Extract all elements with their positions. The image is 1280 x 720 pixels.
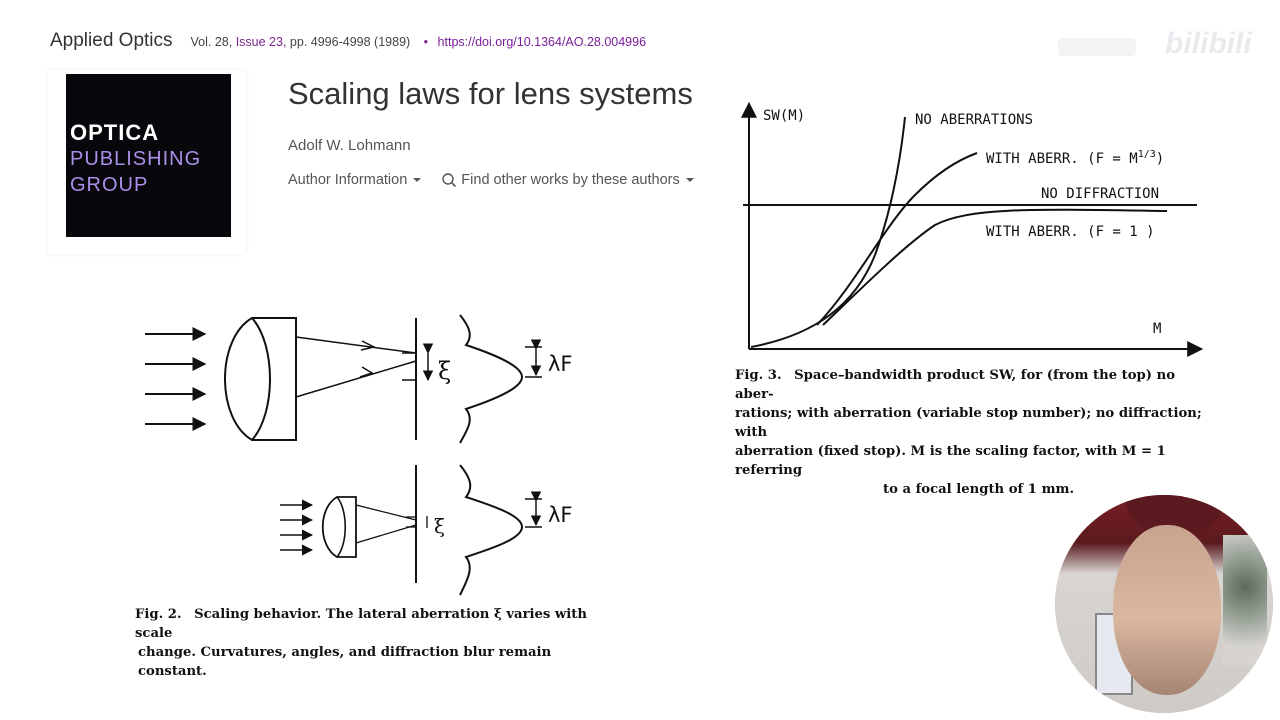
webcam-plant (1223, 535, 1267, 665)
focused-ray-small (355, 504, 417, 521)
volume: Vol. 28, (190, 35, 233, 49)
curve-with-aberr-variable (816, 152, 978, 326)
ray-arrowhead (360, 340, 377, 351)
bilibili-watermark: bilibili (1165, 27, 1252, 60)
label-close-paren: ) (1156, 151, 1164, 167)
citation-meta: Vol. 28, Issue 23, pp. 4996-4998 (1989) … (191, 35, 647, 49)
doi-link[interactable]: https://doi.org/10.1364/AO.28.004996 (437, 35, 647, 49)
fig2-caption-number: Fig. 2. (135, 607, 182, 622)
label-with-aberr-fixed: WITH ABERR. (F = 1 ) (986, 224, 1155, 240)
fig3-caption-number: Fig. 3. (735, 368, 782, 383)
year: (1989) (374, 35, 411, 49)
author-information-dropdown[interactable]: Author Information (288, 172, 422, 188)
watermark-blur (1058, 38, 1136, 56)
y-axis-label: SW(M) (763, 108, 805, 124)
curve-no-aberrations (750, 116, 906, 348)
label-no-aberrations: NO ABERRATIONS (915, 112, 1033, 128)
logo-line-optica: OPTICA (70, 120, 160, 145)
psf-profile-small (459, 464, 524, 596)
small-lens (321, 496, 357, 558)
publisher-logo-card[interactable]: OPTICA PUBLISHING GROUP (48, 70, 246, 254)
large-lens-inner-curve (251, 317, 271, 441)
citation-bar: Applied Optics Vol. 28, Issue 23, pp. 49… (50, 30, 646, 56)
caret-down-icon (413, 178, 422, 183)
fig2-caption-line2: change. Curvatures, angles, and diffract… (138, 645, 552, 679)
xi-label-bottom: ξ (434, 514, 445, 538)
fig3-caption-line2: rations; with aberration (variable stop … (735, 406, 1202, 440)
label-with-aberr-variable: WITH ABERR. (F = M1/3) (986, 149, 1164, 167)
fig3-caption: Fig. 3. Space–bandwidth product SW, for … (735, 366, 1215, 499)
logo-line-group: GROUP (70, 174, 149, 196)
label-no-diffraction: NO DIFFRACTION (1041, 186, 1159, 202)
focused-ray (295, 336, 417, 354)
fig3-caption-line1: Space–bandwidth product SW, for (from th… (735, 368, 1175, 402)
fig3-caption-line4: to a focal length of 1 mm. (883, 482, 1075, 497)
focused-ray (295, 360, 417, 398)
label-with-aberr-variable-main: WITH ABERR. (F = M (986, 151, 1138, 167)
caret-down-icon (685, 178, 694, 182)
small-lens-inner-curve (336, 496, 346, 558)
focused-ray-small (355, 524, 417, 544)
fig2-diagram: ξ ξ λF λF (145, 314, 573, 596)
lambdaF-label-top: λF (548, 352, 573, 376)
fig3-caption-line3: aberration (fixed stop). M is the scalin… (735, 444, 1166, 478)
issue-link[interactable]: Issue 23, (235, 35, 287, 49)
lambdaF-label-bottom: λF (548, 503, 573, 527)
author-information-label: Author Information (288, 172, 408, 188)
fig2-caption: Fig. 2. Scaling behavior. The lateral ab… (135, 605, 605, 681)
fig2-caption-line1: Scaling behavior. The lateral aberration… (135, 607, 587, 641)
label-exponent: 1/3 (1138, 149, 1156, 160)
search-icon (442, 173, 457, 188)
webcam-overlay (1055, 495, 1273, 713)
curve-with-aberr-fixed (822, 208, 1168, 326)
separator-dot: • (423, 35, 429, 49)
large-lens (224, 317, 297, 441)
xi-label-top: ξ (438, 357, 451, 385)
journal-name[interactable]: Applied Optics (50, 30, 173, 51)
ray-arrowhead (359, 366, 374, 378)
optica-logo: OPTICA PUBLISHING GROUP (66, 74, 231, 237)
article-author[interactable]: Adolf W. Lohmann (288, 137, 411, 154)
find-other-works-dropdown[interactable]: Find other works by these authors (441, 172, 694, 188)
fig3-plot: SW(M) M NO ABERRATIONS WITH ABERR. (F = … (741, 101, 1204, 357)
psf-profile-large (459, 314, 524, 444)
article-title: Scaling laws for lens systems (288, 76, 693, 111)
webcam-face (1113, 525, 1221, 695)
logo-line-publishing: PUBLISHING (70, 148, 202, 170)
find-other-works-label: Find other works by these authors (461, 172, 680, 188)
pages: pp. 4996-4998 (289, 35, 371, 49)
x-axis-label: M (1153, 321, 1161, 337)
author-links: Author Information Find other works by t… (288, 172, 694, 188)
